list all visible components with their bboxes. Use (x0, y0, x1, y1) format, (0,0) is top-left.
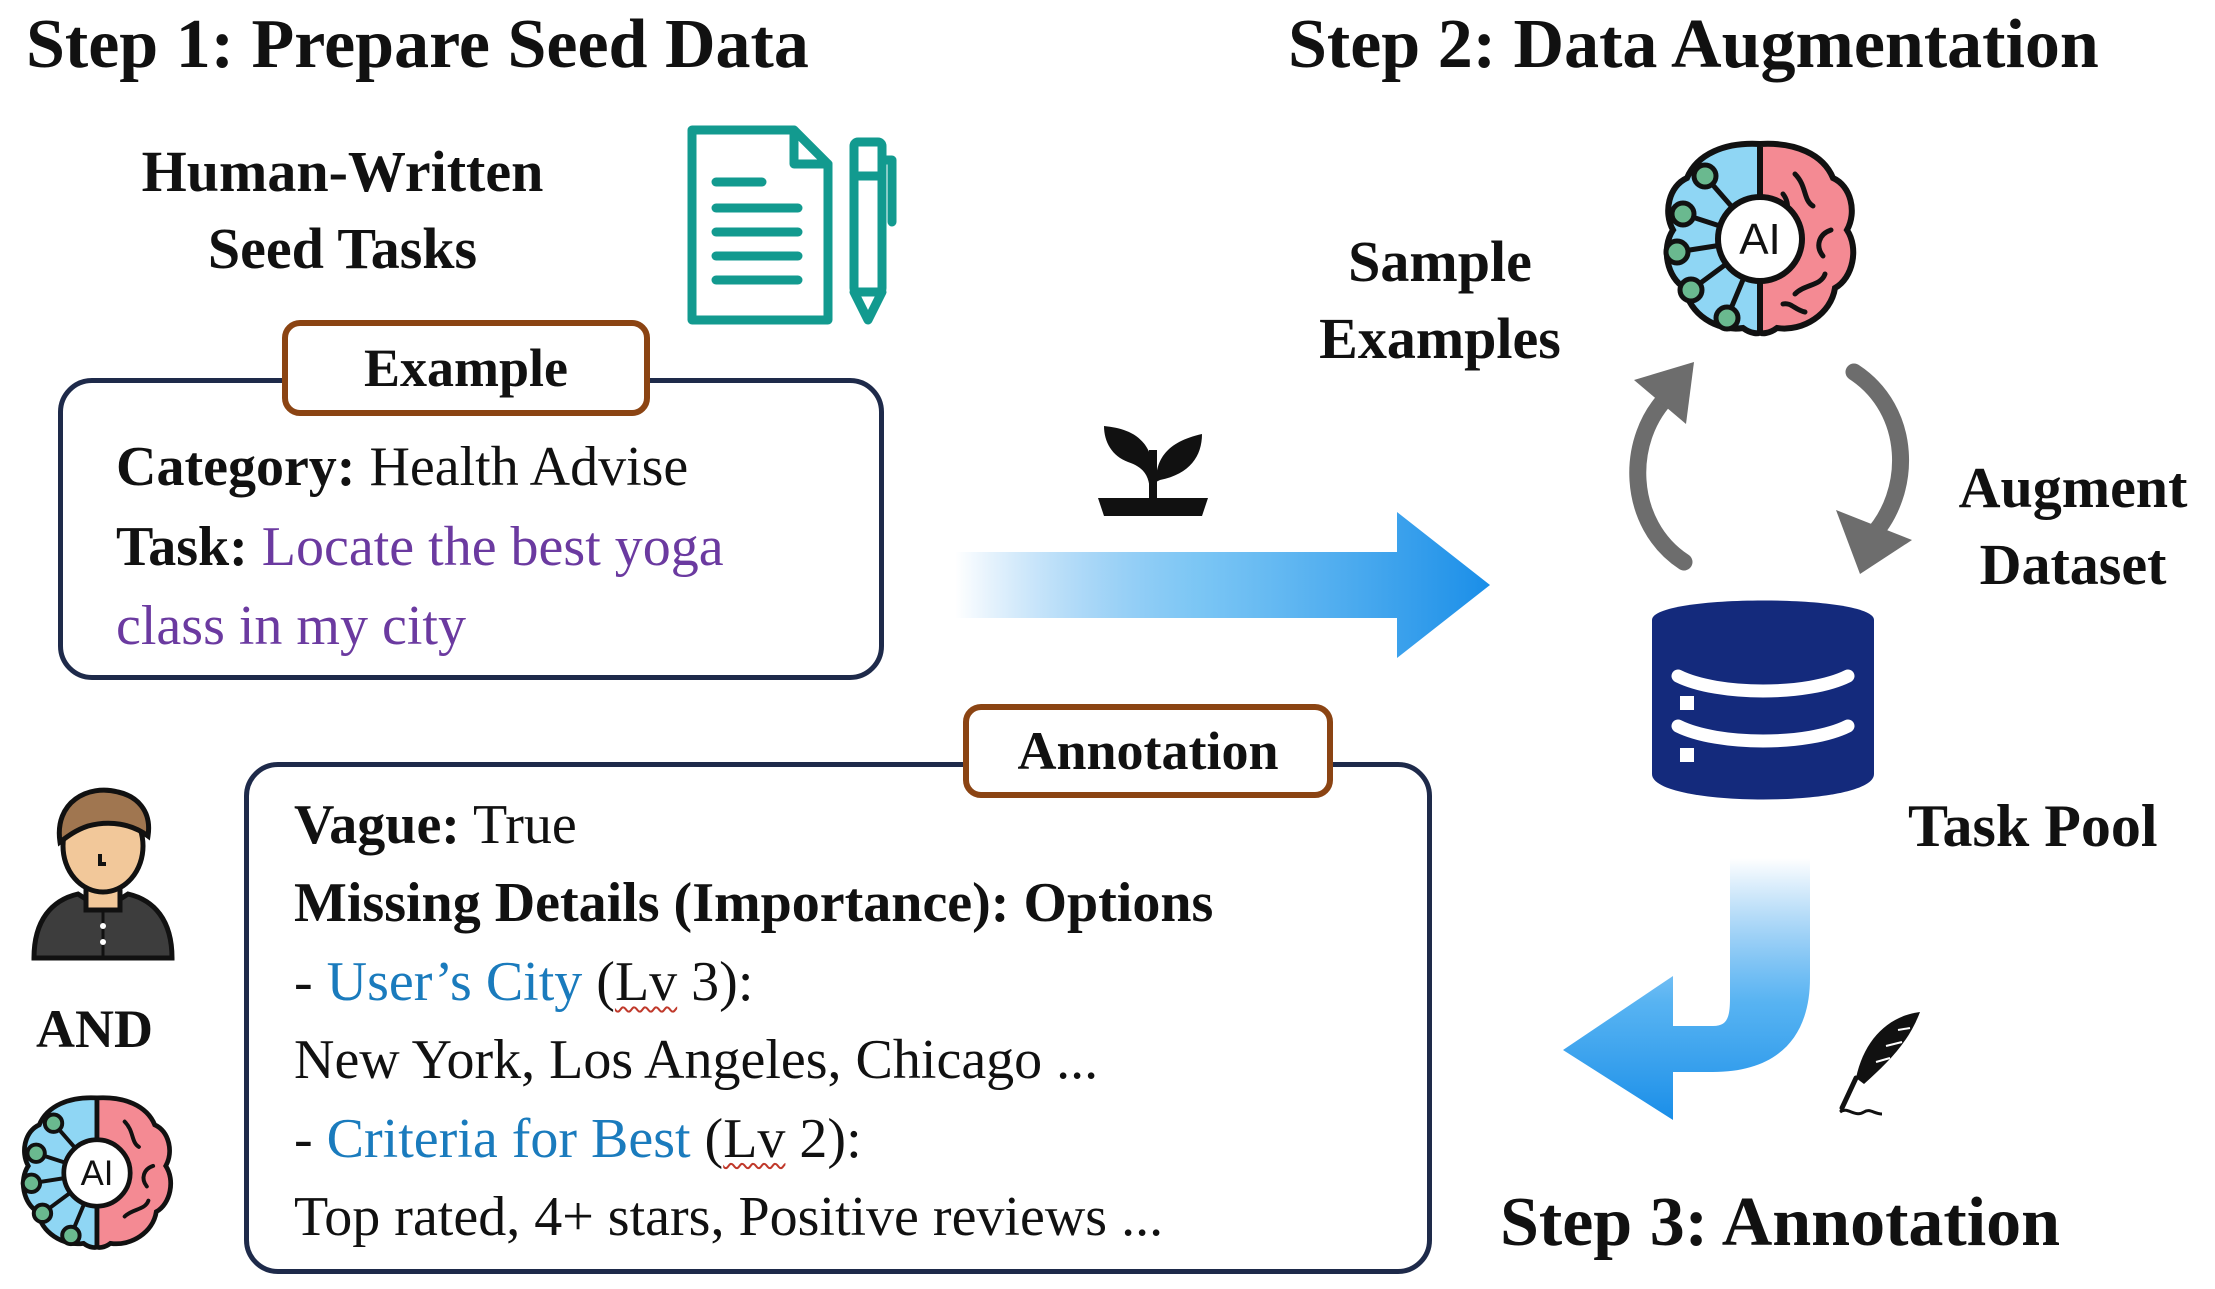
step2-title: Step 2: Data Augmentation (1288, 6, 2099, 83)
ai-brain-small-icon: AI (20, 1095, 174, 1250)
item1-dash: - (294, 950, 327, 1013)
item2-dash: - (294, 1107, 327, 1170)
category-line: Category: Health Advise (116, 428, 724, 508)
example-box (58, 378, 884, 680)
task-line: Task: Locate the best yoga (116, 508, 724, 588)
missing-details-line: Missing Details (Importance): Options (294, 864, 1213, 942)
augment-line1: Augment (1958, 455, 2188, 520)
seed-tasks-line1: Human-Written (141, 139, 544, 204)
sample-line2: Examples (1319, 305, 1561, 371)
vague-label: Vague: (294, 794, 460, 856)
ai-badge-text: AI (1739, 215, 1781, 264)
augment-line2: Dataset (1979, 531, 2167, 597)
category-value: Health Advise (369, 436, 689, 498)
step1-title: Step 1: Prepare Seed Data (26, 6, 809, 83)
missing-details-label: Missing Details (Importance): Options (294, 872, 1214, 935)
seed-tasks-line2: Seed Tasks (207, 215, 478, 281)
task-value-line1: Locate the best yoga (261, 515, 724, 578)
ai-badge-small-text: AI (81, 1155, 114, 1193)
annotation-box (244, 762, 1432, 1274)
item1-name: User’s City (326, 950, 583, 1013)
example-content: Category: Health Advise Task: Locate the… (116, 428, 724, 667)
person-icon (31, 787, 175, 961)
annotation-tag: Annotation (963, 704, 1333, 798)
augment-dataset-label: Augment Dataset (1928, 450, 2215, 603)
item1-lv: Lv (614, 950, 678, 1013)
step3-title: Step 3: Annotation (1500, 1184, 2061, 1261)
task-label: Task: (116, 515, 248, 578)
item1-options: New York, Los Angeles, Chicago ... (294, 1029, 1099, 1092)
cycle-right-arrow-icon (1836, 363, 1912, 574)
feather-quill-icon (1839, 1012, 1920, 1116)
annotation-content: Vague: True Missing Details (Importance)… (294, 786, 1213, 1256)
sample-line1: Sample (1348, 229, 1532, 294)
category-label: Category: (116, 436, 356, 498)
vague-line: Vague: True (294, 786, 1213, 864)
document-with-pen-icon (687, 125, 897, 325)
example-tag: Example (282, 320, 650, 416)
ai-brain-icon: AI (1663, 140, 1857, 337)
item2-options: Top rated, 4+ stars, Positive reviews ..… (294, 1185, 1164, 1248)
vague-value: True (472, 794, 577, 856)
item2-line: - Criteria for Best (Lv 2): (294, 1100, 1213, 1178)
augment-arrow (955, 512, 1490, 658)
sprout-icon (1098, 426, 1208, 516)
database-icon (1652, 600, 1874, 800)
seed-tasks-label: Human-Written Seed Tasks (90, 134, 595, 287)
item1-line: - User’s City (Lv 3): (294, 943, 1213, 1021)
item2-name: Criteria for Best (326, 1107, 691, 1170)
cycle-left-arrow-icon (1629, 362, 1694, 571)
task-value-line2: class in my city (116, 595, 466, 658)
item2-close: 2): (785, 1107, 862, 1170)
item2-open: ( (690, 1107, 724, 1170)
task-pool-label: Task Pool (1908, 793, 2158, 859)
and-label: AND (36, 999, 153, 1059)
item2-lv: Lv (723, 1107, 786, 1170)
sample-examples-label: Sample Examples (1290, 224, 1590, 377)
item1-open: ( (582, 950, 615, 1013)
annotate-arrow (1563, 858, 1810, 1120)
item1-close: 3): (677, 950, 754, 1013)
